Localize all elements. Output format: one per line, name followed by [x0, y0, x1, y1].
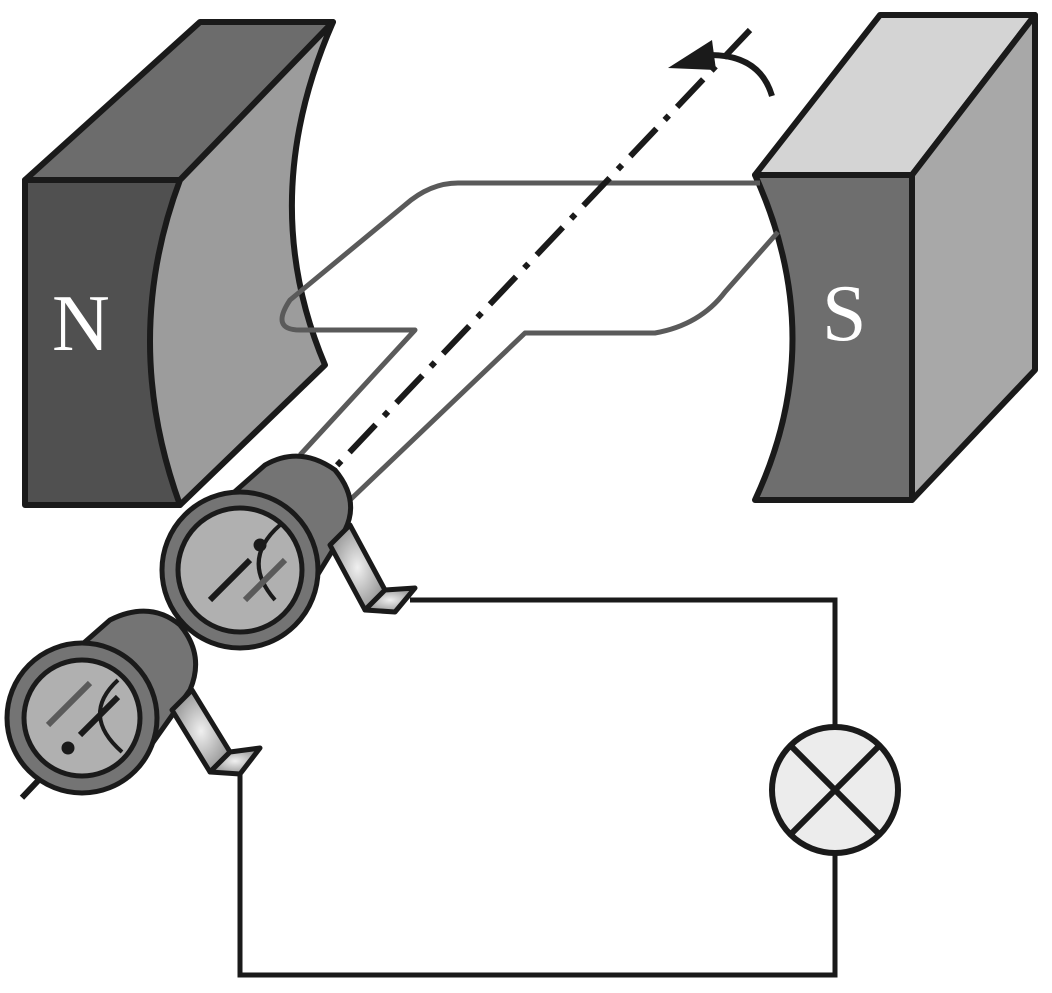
lamp-icon [769, 724, 901, 856]
rotation-arrow-icon [668, 40, 775, 97]
brush-back [327, 522, 418, 615]
armature-coil [279, 180, 780, 502]
north-magnet: N [22, 19, 336, 508]
brush-front [169, 687, 263, 777]
south-magnet: S [752, 12, 1038, 503]
north-magnet-pole-face [147, 19, 336, 508]
south-magnet-pole-face [752, 172, 915, 503]
south-pole-label: S [822, 270, 867, 358]
circuit-wire [237, 597, 838, 978]
slip-ring-back [159, 453, 354, 651]
north-pole-label: N [52, 280, 110, 368]
slip-ring-front [4, 608, 199, 796]
